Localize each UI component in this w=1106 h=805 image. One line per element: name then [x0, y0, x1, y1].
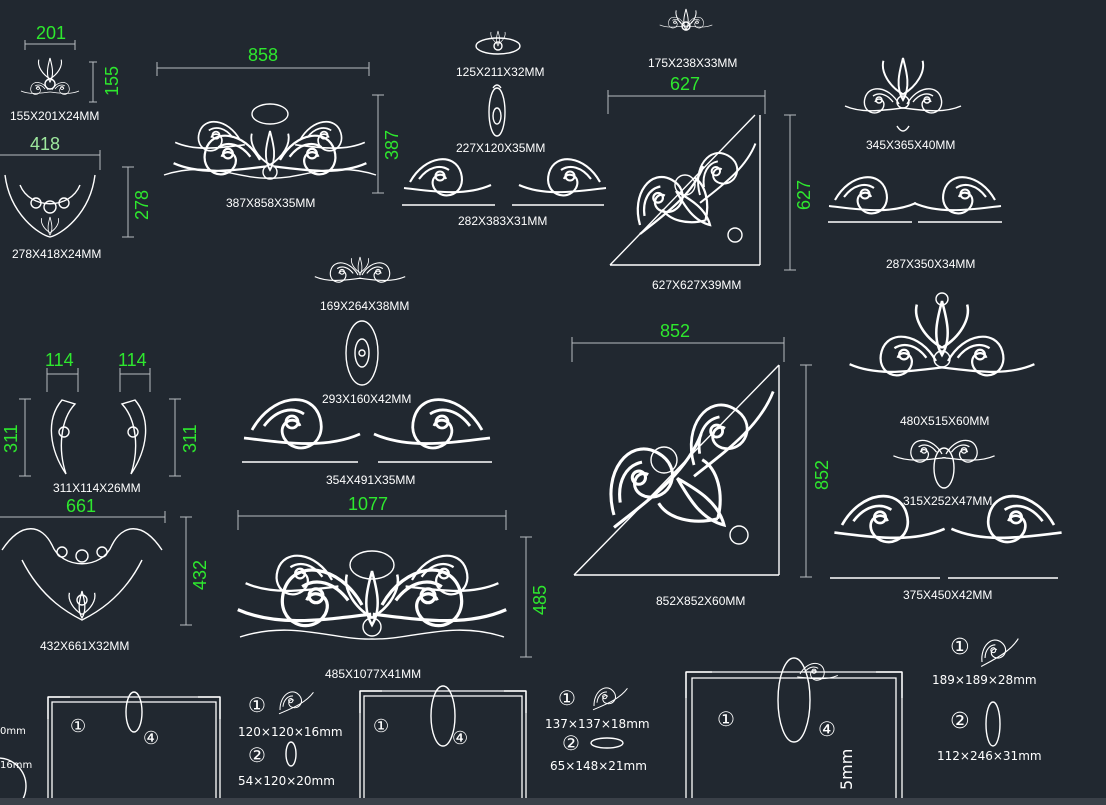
label-852x852: 852X852X60MM	[656, 594, 745, 608]
marker-2: ②	[248, 743, 266, 767]
dim-852-vertical: 852	[812, 460, 832, 490]
cut-label-5mm: 5mm	[837, 749, 856, 790]
marker-4: ④	[143, 728, 159, 749]
label-315x252: 315X252X47MM	[903, 494, 992, 508]
ornament-scroll-pair-375[interactable]	[830, 494, 1063, 579]
ornament-wide-crest-858[interactable]	[163, 103, 377, 180]
ornament-arch-661[interactable]	[1, 528, 163, 621]
label-227x120: 227X120X35MM	[456, 141, 545, 155]
ornament-crest-480[interactable]	[848, 292, 1036, 377]
ornament-wide-crest-1077[interactable]	[236, 550, 508, 640]
label-175x238: 175X238X33MM	[648, 56, 737, 70]
label-375x450: 375X450X42MM	[903, 588, 992, 602]
dim-858: 858	[248, 45, 278, 65]
marker-1: ①	[70, 716, 86, 737]
dim-852-horizontal: 852	[660, 321, 690, 341]
marker-1: ①	[373, 716, 389, 737]
label-155x201: 155X201X24MM	[10, 109, 99, 123]
dim-485: 485	[530, 585, 550, 615]
label-278x418: 278X418X24MM	[12, 247, 101, 261]
marker-1: ①	[248, 693, 266, 717]
dim-661: 661	[66, 496, 96, 516]
size-65x148x21: 65×148×21mm	[550, 759, 647, 773]
dim-311-left: 311	[1, 424, 21, 453]
ornament-scroll-pair-282[interactable]	[402, 158, 608, 206]
marker-2: ②	[562, 731, 580, 755]
marker-1: ①	[717, 707, 735, 731]
ornament-pendant-293[interactable]	[345, 320, 379, 386]
marker-1: ①	[950, 635, 970, 660]
dim-114-right: 114	[118, 350, 147, 370]
dim-418: 418	[30, 134, 60, 154]
frame-panel-1[interactable]	[47, 691, 221, 805]
dim-1077: 1077	[348, 494, 388, 514]
label-311x114: 311X114X26MM	[53, 481, 141, 495]
label-282x383: 282X383X31MM	[458, 214, 547, 228]
label-287x350: 287X350X34MM	[886, 257, 975, 271]
dim-155: 155	[102, 66, 122, 96]
ornament-vertical-pair-311[interactable]	[50, 399, 147, 475]
dim-278: 278	[132, 190, 152, 220]
dim-627-horizontal: 627	[670, 74, 700, 94]
ornament-corner-627[interactable]	[609, 114, 764, 266]
label-387x858: 387X858X35MM	[226, 196, 315, 210]
size-54x120x20: 54×120×20mm	[238, 774, 335, 788]
edge-label-16mm: 16mm	[0, 760, 32, 771]
marker-4: ④	[818, 717, 836, 741]
label-480x515: 480X515X60MM	[900, 414, 989, 428]
ornament-scroll-pair-354[interactable]	[242, 398, 492, 463]
dim-432: 432	[190, 560, 210, 590]
dim-114-left: 114	[45, 350, 74, 370]
dim-201: 201	[36, 23, 66, 43]
label-485x1077: 485X1077X41MM	[325, 667, 421, 681]
dimension-values: 201 155 858 387 627 627 418 278 114 114 …	[1, 23, 832, 615]
ornament-swag-418[interactable]	[4, 174, 96, 238]
label-432x661: 432X661X32MM	[40, 639, 129, 653]
marker-2: ②	[950, 709, 970, 734]
ornament-corner-852[interactable]	[573, 364, 785, 576]
dim-311-right: 311	[180, 424, 200, 453]
ornament-small-crest[interactable]	[20, 57, 80, 95]
dim-627-vertical: 627	[794, 180, 814, 210]
ornament-top-small-125[interactable]	[475, 30, 521, 55]
size-189x189x28: 189×189×28mm	[932, 673, 1037, 687]
label-354x491: 354X491X35MM	[326, 473, 415, 487]
ornament-crest-315[interactable]	[892, 439, 996, 489]
frame-panel-3[interactable]	[685, 657, 903, 805]
label-293x160: 293X160X42MM	[322, 392, 411, 406]
dim-387: 387	[382, 130, 402, 160]
size-labels: 155X201X24MM 387X858X35MM 125X211X32MM 2…	[10, 56, 992, 681]
ornament-pendant-227[interactable]	[488, 84, 506, 137]
ornament-crest-345[interactable]	[844, 57, 962, 132]
panel-annotations: 0mm 16mm ① ④ ① 120×120×16mm ② 54×120×20m…	[0, 635, 1042, 790]
label-627x627: 627X627X39MM	[652, 278, 741, 292]
dimension-lines	[0, 40, 812, 658]
size-137x137x18: 137×137×18mm	[545, 717, 650, 731]
ornament-crest-169[interactable]	[314, 256, 406, 283]
size-112x246x31: 112×246×31mm	[937, 749, 1042, 763]
marker-1: ①	[558, 686, 576, 710]
marker-4: ④	[452, 728, 468, 749]
label-169x264: 169X264X38MM	[320, 299, 409, 313]
label-345x365: 345X365X40MM	[866, 138, 955, 152]
edge-label-0mm: 0mm	[0, 726, 26, 737]
small-corner-ornaments[interactable]	[0, 626, 1023, 805]
bottom-scroll-bar[interactable]	[0, 798, 1106, 805]
ornament-top-175[interactable]	[659, 8, 713, 31]
size-120x120x16: 120×120×16mm	[238, 725, 343, 739]
frame-panel-2[interactable]	[359, 685, 527, 805]
ornament-scroll-pair-287[interactable]	[827, 176, 1003, 223]
label-125x211: 125X211X32MM	[456, 65, 545, 79]
